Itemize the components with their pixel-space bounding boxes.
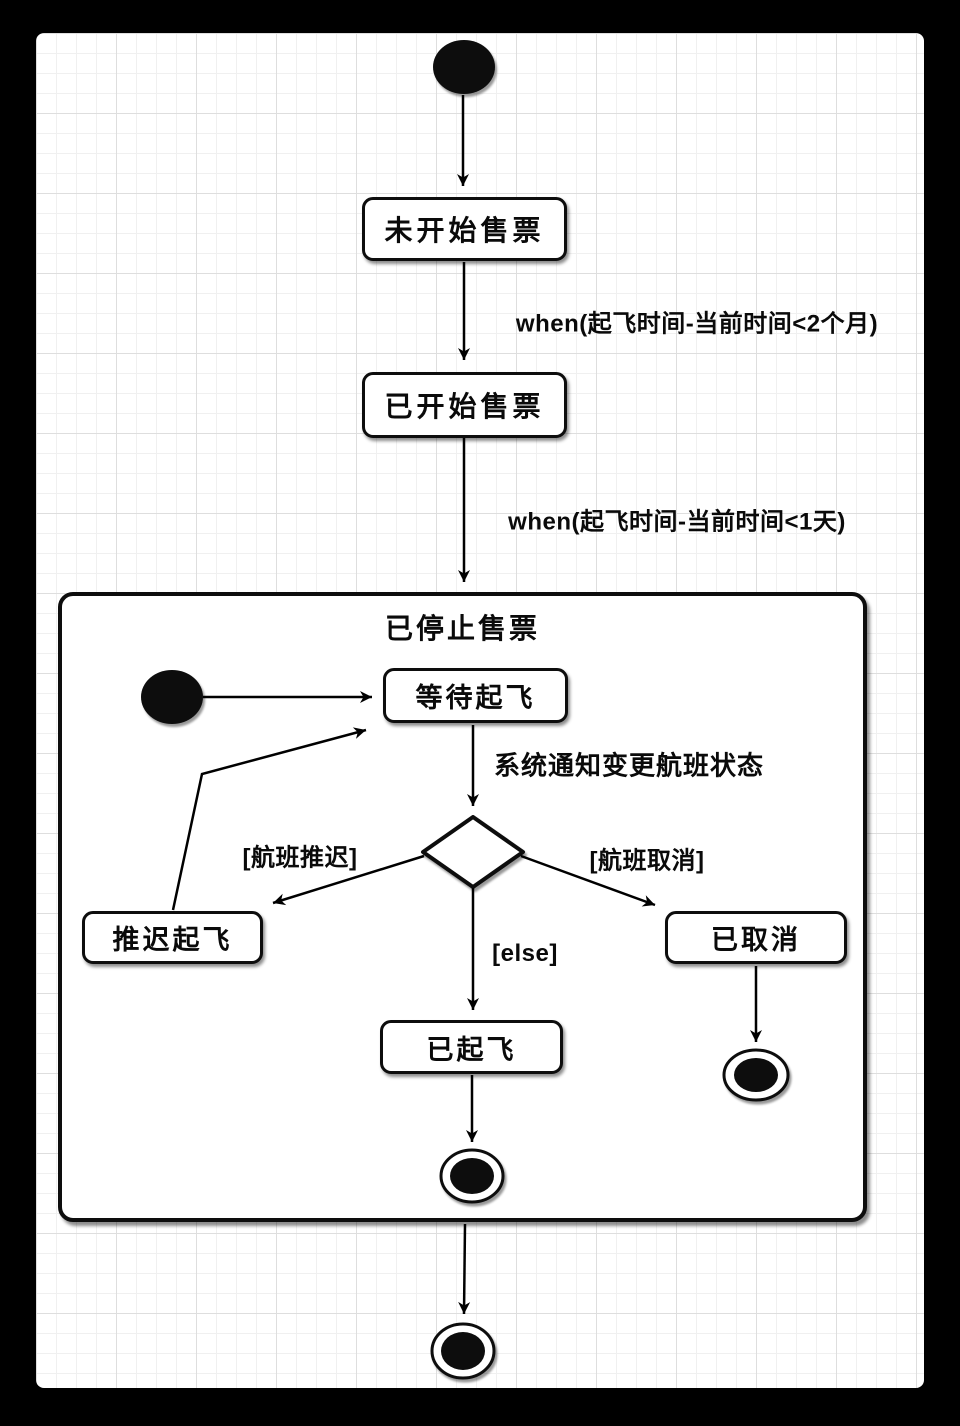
state-delayed[interactable]: 推迟起飞: [82, 911, 263, 964]
state-departed-label: 已起飞: [426, 1034, 517, 1065]
initial-state-inner[interactable]: [141, 670, 203, 724]
guard-label-flight-delayed: [航班推迟]: [242, 844, 358, 872]
state-selling-label: 已开始售票: [384, 391, 545, 422]
final-state-cancelled[interactable]: [722, 1048, 790, 1102]
edge-decision-to-cancelled[interactable]: [520, 854, 656, 907]
state-departed[interactable]: 已起飞: [380, 1020, 563, 1074]
transition-label-when-1-day: when(起飞时间-当前时间<1天): [508, 508, 846, 536]
final-state-departed[interactable]: [439, 1148, 505, 1204]
decision-diamond[interactable]: [421, 815, 525, 889]
final-state-bottom[interactable]: [430, 1322, 496, 1380]
guard-label-flight-cancelled: [航班取消]: [589, 847, 705, 875]
state-waiting[interactable]: 等待起飞: [383, 668, 568, 723]
state-delayed-label: 推迟起飞: [112, 925, 233, 955]
state-not-started[interactable]: 未开始售票: [362, 197, 567, 261]
state-cancelled[interactable]: 已取消: [665, 911, 847, 964]
state-selling[interactable]: 已开始售票: [362, 372, 567, 438]
edge-delayed-to-waiting[interactable]: [171, 727, 367, 911]
state-waiting-label: 等待起飞: [415, 683, 536, 713]
state-not-started-label: 未开始售票: [384, 215, 545, 246]
edge-stopped-to-final[interactable]: [458, 1223, 471, 1315]
composite-state-title: 已停止售票: [384, 613, 540, 644]
state-cancelled-label: 已取消: [711, 925, 801, 955]
guard-label-else: [else]: [492, 940, 558, 967]
initial-state-top[interactable]: [433, 40, 495, 94]
transition-label-when-2-months: when(起飞时间-当前时间<2个月): [515, 310, 879, 338]
edge-decision-to-delayed[interactable]: [272, 854, 425, 906]
transition-label-notify-change: 系统通知变更航班状态: [493, 750, 765, 781]
